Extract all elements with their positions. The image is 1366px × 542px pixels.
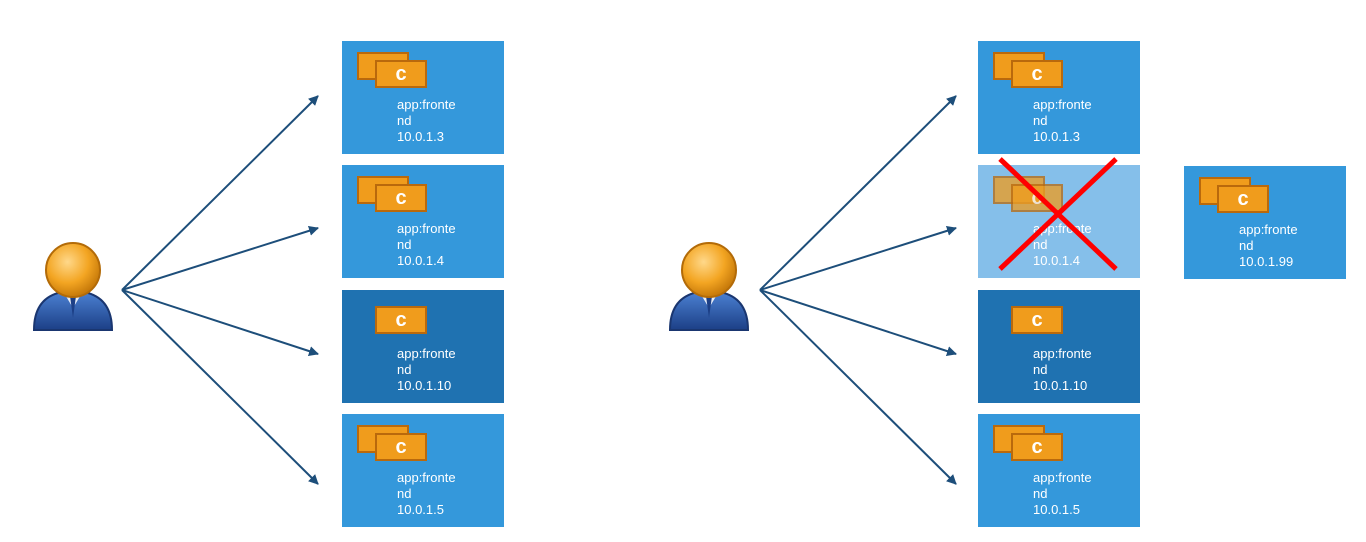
user-icon	[668, 242, 750, 331]
pod-ip: 10.0.1.99	[1239, 254, 1294, 269]
pod-label: app:frontend 10.0.1.4	[397, 221, 461, 269]
arrow-icon	[759, 289, 957, 485]
pod-ip: 10.0.1.4	[1033, 253, 1080, 268]
container-icon: c	[375, 60, 427, 88]
pod-app-label: app:frontend	[397, 470, 456, 501]
pod-app-label: app:frontend	[1239, 222, 1298, 253]
left-arrows	[121, 95, 319, 485]
pod-label: app:frontend 10.0.1.3	[397, 97, 461, 145]
pod-app-label: app:frontend	[397, 221, 456, 252]
arrow-icon	[121, 289, 319, 485]
replacement-pod: c app:frontend 10.0.1.99	[1184, 166, 1346, 279]
pod-ip: 10.0.1.3	[1033, 129, 1080, 144]
container-icon: c	[1217, 185, 1269, 213]
cross-mark-icon	[998, 157, 1118, 271]
pod: c app:frontend 10.0.1.3	[978, 41, 1140, 154]
pod-app-label: app:frontend	[1033, 346, 1092, 377]
pod-label: app:frontend 10.0.1.3	[1033, 97, 1097, 145]
pod-ip: 10.0.1.10	[1033, 378, 1088, 393]
pod-label: app:frontend 10.0.1.99	[1239, 222, 1303, 270]
pod: c app:frontend 10.0.1.5	[342, 414, 504, 527]
pod-label: app:frontend 10.0.1.5	[397, 470, 461, 518]
pod-label: app:frontend 10.0.1.5	[1033, 470, 1097, 518]
pod-ip: 10.0.1.5	[1033, 502, 1080, 517]
container-icon: c	[375, 184, 427, 212]
pod: c app:frontend 10.0.1.3	[342, 41, 504, 154]
pod-label: app:frontend 10.0.1.10	[397, 346, 461, 394]
container-icon: c	[375, 306, 427, 334]
pod-app-label: app:frontend	[397, 346, 456, 377]
pod: c app:frontend 10.0.1.10	[342, 290, 504, 403]
pod-label: app:frontend 10.0.1.10	[1033, 346, 1097, 394]
container-icon: c	[1011, 433, 1063, 461]
pod-ip: 10.0.1.4	[397, 253, 444, 268]
arrow-icon	[121, 289, 319, 356]
pod: c app:frontend 10.0.1.4	[342, 165, 504, 278]
arrow-icon	[121, 225, 319, 291]
arrow-icon	[759, 225, 957, 291]
container-icon: c	[1011, 306, 1063, 334]
arrow-icon	[121, 95, 319, 291]
pod-ip: 10.0.1.3	[397, 129, 444, 144]
pod-app-label: app:frontend	[1033, 97, 1092, 128]
right-arrows	[759, 95, 957, 485]
pod-app-label: app:frontend	[397, 97, 456, 128]
pod: c app:frontend 10.0.1.10	[978, 290, 1140, 403]
arrow-icon	[759, 95, 957, 291]
pod-ip: 10.0.1.5	[397, 502, 444, 517]
user-icon	[32, 242, 114, 331]
pod-removed: c app:frontend 10.0.1.4	[978, 157, 1140, 278]
pod: c app:frontend 10.0.1.5	[978, 414, 1140, 527]
arrow-icon	[759, 289, 957, 356]
pod-app-label: app:frontend	[1033, 470, 1092, 501]
pod-ip: 10.0.1.10	[397, 378, 452, 393]
container-icon: c	[1011, 60, 1063, 88]
container-icon: c	[375, 433, 427, 461]
